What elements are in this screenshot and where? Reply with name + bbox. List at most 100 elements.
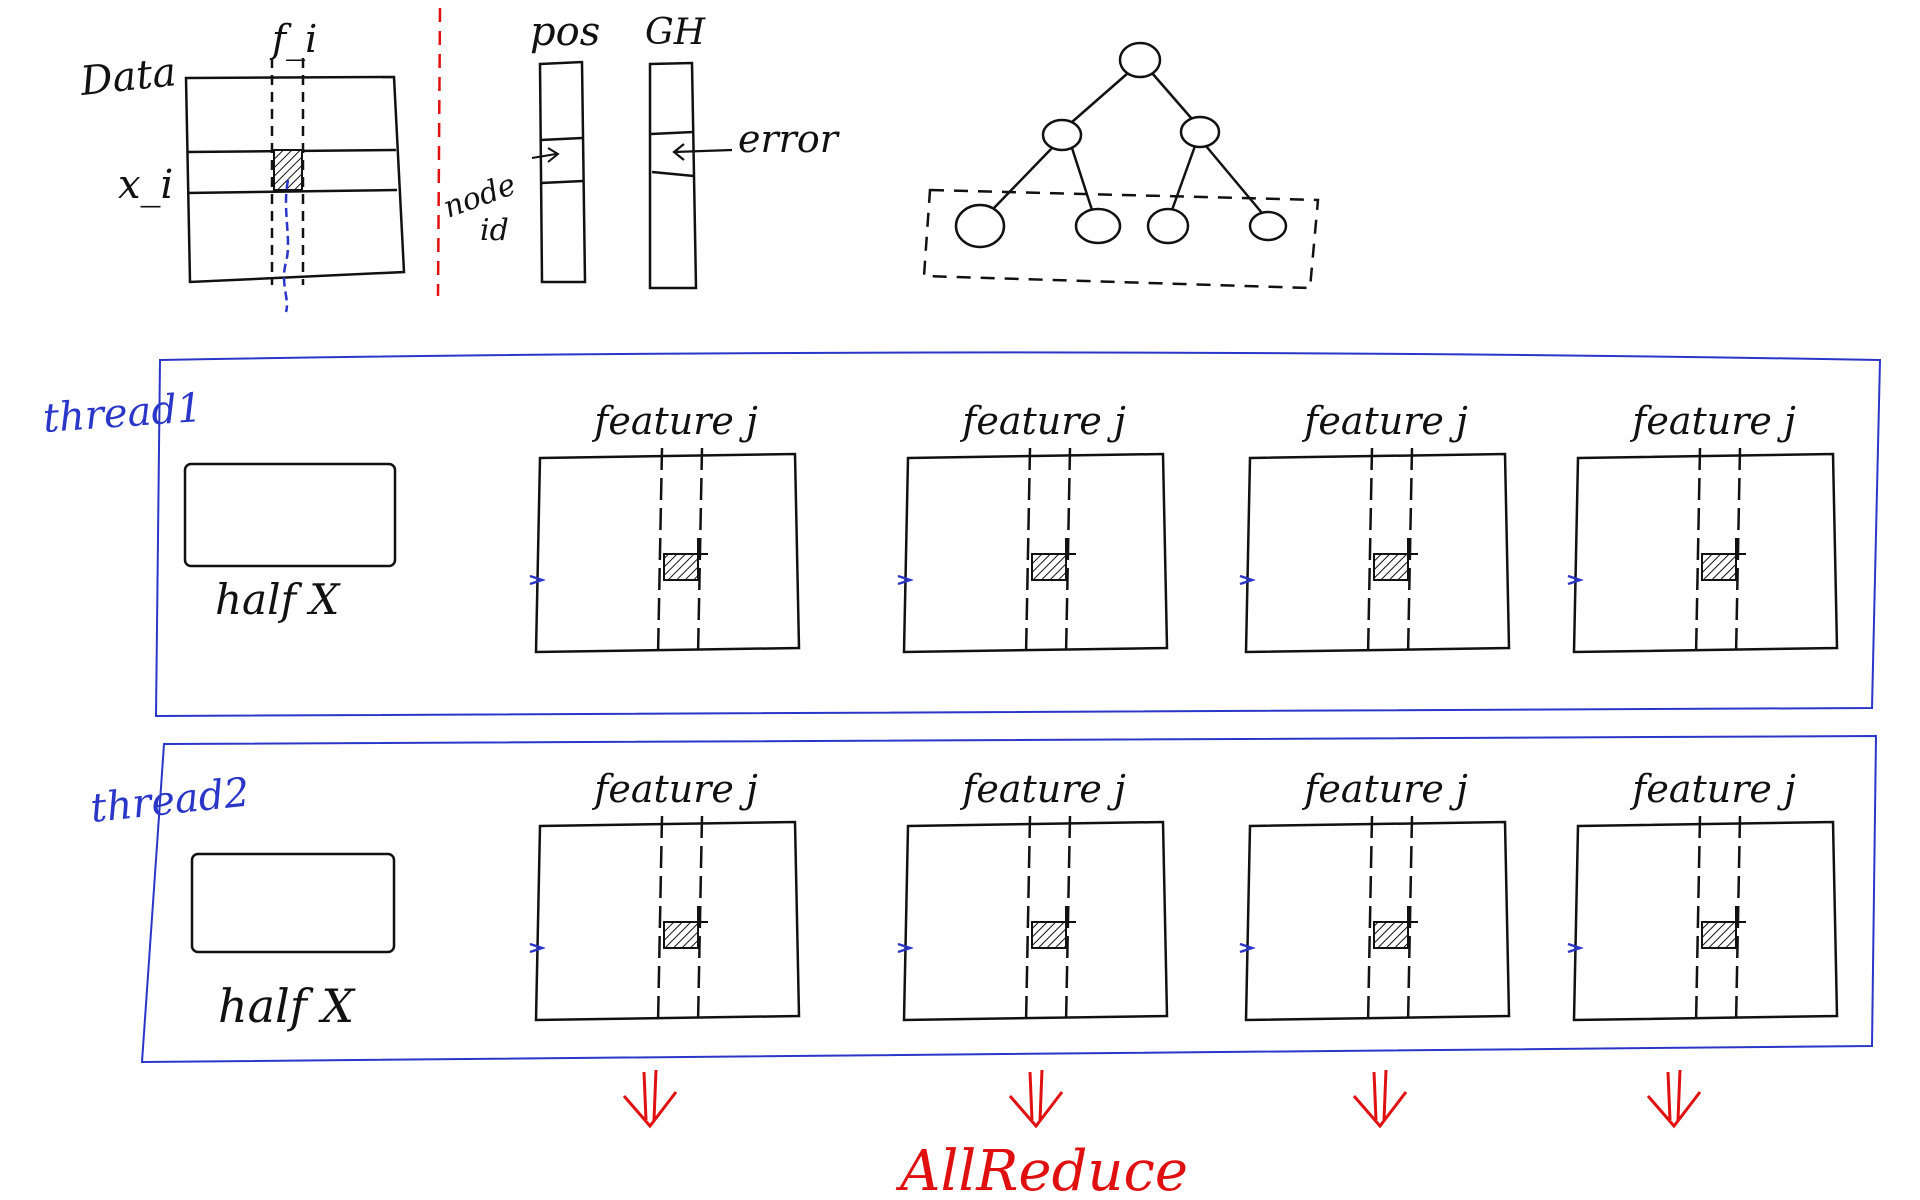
feature-panels: feature j feature j feature j feature j feat… <box>529 399 1839 1025</box>
thread1-panel-3-col-line-right <box>1406 447 1414 657</box>
gh-column-box <box>648 61 698 290</box>
allreduce-arrow-icon-1 <box>622 1069 678 1129</box>
thread1-panel-4-box <box>1572 452 1839 654</box>
thread2-panel-4-feature-label: feature j <box>1629 767 1796 811</box>
feature-fi-label: f_i <box>269 17 317 62</box>
pos-arrow-icon <box>531 147 560 163</box>
data-matrix-group: Data f_i x_i <box>77 17 406 313</box>
thread1-half-x-label: half X <box>215 575 341 624</box>
thread2-panel-1-box <box>534 820 801 1022</box>
thread1-panel-3-feature-label: feature j <box>1301 399 1468 443</box>
thread2-panel-2-hatched-cell <box>1031 921 1067 949</box>
thread1-panel-3-col-line-left <box>1366 447 1374 657</box>
thread1-panel-2-col-line-left <box>1024 447 1032 657</box>
thread1-panel-4-cell-tick <box>1735 538 1746 555</box>
thread2-panel-3-feature-label: feature j <box>1301 767 1468 811</box>
thread1-panel-4-feature-label: feature j <box>1629 399 1796 443</box>
thread1-panel-2-hatched-cell <box>1031 553 1067 581</box>
thread1-panel-3-hatched-cell <box>1373 553 1409 581</box>
pos-label: pos <box>530 9 600 55</box>
thread2-panel-3-box <box>1244 820 1511 1022</box>
thread1-panel-1-feature-label: feature j <box>591 399 758 443</box>
thread2-label: thread2 <box>88 770 251 832</box>
pos-row-line-1 <box>540 136 583 142</box>
thread2-panel-4-hatched-cell <box>1701 921 1737 949</box>
thread1-panel-3-box <box>1244 452 1511 654</box>
thread1-panel-4-blue-marker-icon <box>1567 574 1584 586</box>
thread1-panel-2-blue-marker-icon <box>897 574 914 586</box>
thread2-panel-3-hatched-cell <box>1373 921 1409 949</box>
allreduce-arrows <box>622 1069 1702 1129</box>
tree-leaf-4 <box>1248 210 1288 242</box>
thread2-panel-4-cell-tick <box>1735 906 1746 923</box>
red-divider <box>436 7 442 297</box>
data-label: Data <box>77 49 178 105</box>
tree-leaf-1 <box>954 203 1006 249</box>
thread2-panel-2-col-line-left <box>1024 815 1032 1025</box>
row-line-2 <box>186 188 398 195</box>
thread1-panel-2-box <box>902 452 1169 654</box>
thread1-panel-3-blue-marker-icon <box>1239 574 1256 586</box>
tree-diagram <box>922 41 1320 290</box>
blue-scan-line <box>282 179 290 313</box>
thread2-panel-4-col-line-left <box>1694 815 1702 1025</box>
thread1-label: thread1 <box>41 385 203 442</box>
tree-node-left <box>1041 118 1083 152</box>
pos-row-line-2 <box>540 179 584 185</box>
thread1-panel-1-col-line-left <box>656 447 664 657</box>
thread2-panel-1-col-line-right <box>696 815 704 1025</box>
error-arrow-icon <box>672 143 733 161</box>
tree-node-right <box>1179 115 1221 149</box>
thread2-panel-2-box <box>902 820 1169 1022</box>
thread2-panel-4-col-line-right <box>1734 815 1742 1025</box>
pos-column-group: pos node id <box>439 9 600 284</box>
pos-column-box <box>538 60 587 284</box>
thread2-panel-1-blue-marker-icon <box>529 942 546 954</box>
thread1-panel-1-box <box>534 452 801 654</box>
thread2-panel-3-col-line-left <box>1366 815 1374 1025</box>
thread2-half-x-label: half X <box>218 979 356 1033</box>
gh-row-line-2 <box>651 170 695 178</box>
tree-leaf-2 <box>1074 207 1122 245</box>
thread1-panel-2-col-line-right <box>1064 447 1072 657</box>
tree-leaf-3 <box>1146 207 1190 245</box>
leaf-level-dashed-box <box>922 188 1320 290</box>
tree-root-node <box>1118 41 1162 79</box>
gh-label: GH <box>645 12 706 53</box>
thread2-panel-4-blue-marker-icon <box>1567 942 1584 954</box>
data-matrix-box <box>184 75 406 284</box>
thread1-panel-1-blue-marker-icon <box>529 574 546 586</box>
thread2-panel-3-col-line-right <box>1406 815 1414 1025</box>
allreduce-label: AllReduce <box>895 1139 1188 1200</box>
thread2-panel-3-cell-tick <box>1407 906 1418 923</box>
thread1-panel-1-cell-tick <box>697 538 708 555</box>
thread2-panel-2-col-line-right <box>1064 815 1072 1025</box>
error-label: error <box>738 117 841 161</box>
thread2-panel-1-cell-tick <box>697 906 708 923</box>
thread2-panel-1-hatched-cell <box>663 921 699 949</box>
thread2-half-x-box <box>190 852 396 954</box>
thread1-panel-4-hatched-cell <box>1701 553 1737 581</box>
thread2-panel-1-feature-label: feature j <box>591 767 758 811</box>
thread1-panel-2-feature-label: feature j <box>959 399 1126 443</box>
thread2-panel-2-feature-label: feature j <box>959 767 1126 811</box>
thread1-panel-3-cell-tick <box>1407 538 1418 555</box>
thread1-panel-1-col-line-right <box>696 447 704 657</box>
thread1-panel-2-cell-tick <box>1065 538 1076 555</box>
thread2-panel-2-blue-marker-icon <box>897 942 914 954</box>
thread1-panel-4-col-line-left <box>1694 447 1702 657</box>
thread1-half-x-box <box>183 462 397 568</box>
allreduce-arrow-icon-2 <box>1008 1069 1064 1129</box>
gh-column-group: GH error <box>645 12 841 290</box>
thread2-panel-1-col-line-left <box>656 815 664 1025</box>
thread1-box <box>154 351 1882 718</box>
thread1-panel-1-hatched-cell <box>663 553 699 581</box>
node-id-label-line2: id <box>480 213 509 248</box>
allreduce-arrow-icon-3 <box>1352 1069 1408 1129</box>
thread1-panel-4-col-line-right <box>1734 447 1742 657</box>
allreduce-arrow-icon-4 <box>1646 1069 1702 1129</box>
thread2-panel-2-cell-tick <box>1065 906 1076 923</box>
thread2-panel-3-blue-marker-icon <box>1239 942 1256 954</box>
row-xi-label: x_i <box>118 162 173 208</box>
